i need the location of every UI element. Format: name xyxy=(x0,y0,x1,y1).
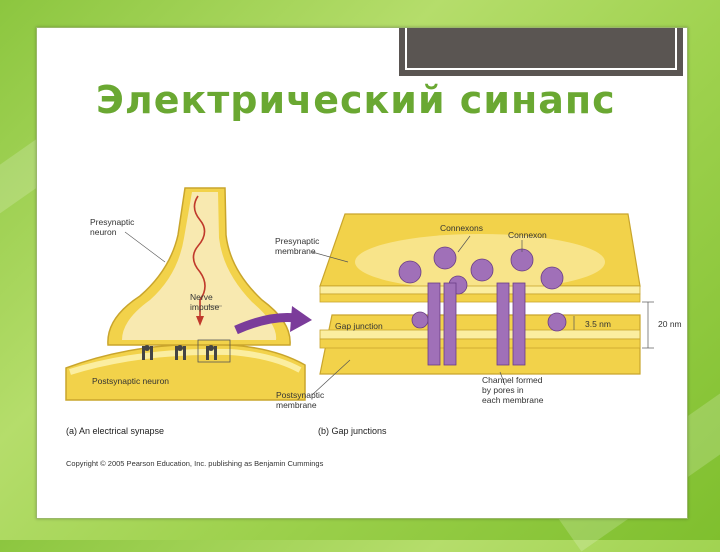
decorative-header-box xyxy=(397,28,685,78)
zoom-box xyxy=(197,339,231,363)
synapse-figure: Presynaptic neuron Nerve impulse Postsyn… xyxy=(65,187,682,468)
postsynaptic-membrane-label-2: membrane xyxy=(276,400,317,410)
connexon-flowers xyxy=(398,246,567,332)
nerve-impulse-label-2: impulse xyxy=(190,302,220,312)
panel-b-diagram xyxy=(311,213,654,396)
connexon-label: Connexon xyxy=(508,230,547,240)
presynaptic-membrane-label-2: membrane xyxy=(275,246,316,256)
channel-label-1: Channel formed xyxy=(482,375,543,385)
presynaptic-membrane-label-1: Presynaptic xyxy=(275,236,320,246)
presynaptic-neuron-label-2: neuron xyxy=(90,227,117,237)
gap-width-label: 3.5 nm xyxy=(585,319,611,329)
gap-junction-label: Gap junction xyxy=(335,321,383,331)
panel-b-caption: (b) Gap junctions xyxy=(318,426,387,436)
presynaptic-neuron-label-1: Presynaptic xyxy=(90,217,135,227)
connexons-label: Connexons xyxy=(440,223,483,233)
copyright-text: Copyright © 2005 Pearson Education, Inc.… xyxy=(66,459,324,468)
channel-proteins xyxy=(427,282,526,366)
nerve-impulse-label-1: Nerve xyxy=(190,292,213,302)
postsynaptic-neuron-label: Postsynaptic neuron xyxy=(92,376,169,386)
dimension-markers xyxy=(311,235,654,396)
postsynaptic-membrane-label-1: Postsynaptic xyxy=(276,390,325,400)
slide-title: Электрический синапс xyxy=(96,78,616,122)
nerve-impulse-arrow xyxy=(192,195,206,318)
small-channels xyxy=(142,345,217,360)
channel-label-2: by pores in xyxy=(482,385,524,395)
panel-a-caption: (a) An electrical synapse xyxy=(66,426,164,436)
channel-label-3: each membrane xyxy=(482,395,544,405)
total-width-label: 20 nm xyxy=(658,319,682,329)
panel-a-diagram xyxy=(65,187,312,401)
